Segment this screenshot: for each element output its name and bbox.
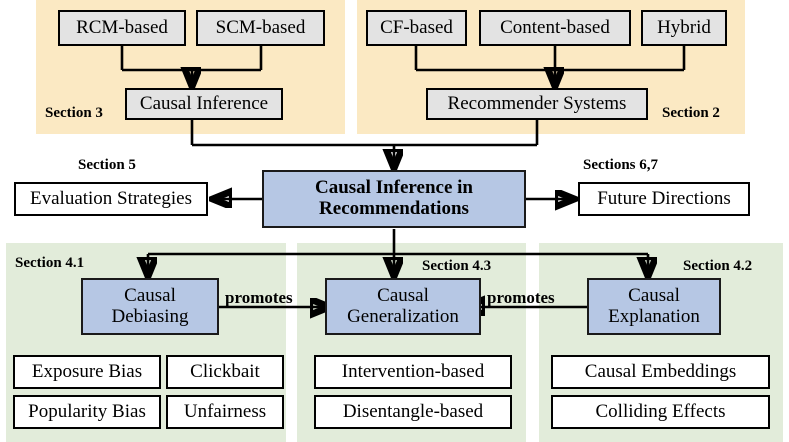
causal-generalization-line-2: Generalization [347, 305, 459, 327]
leaf-popularity-bias[interactable]: Popularity Bias [13, 395, 161, 429]
leaf-clickbait[interactable]: Clickbait [166, 355, 284, 389]
box-causal-inference-in-recommendations[interactable]: Causal Inference in Recommendations [262, 170, 526, 228]
section-label-5: Section 5 [78, 157, 136, 173]
box-causal-generalization[interactable]: Causal Generalization [325, 278, 481, 335]
section-label-3: Section 3 [45, 105, 103, 121]
section-label-2: Section 2 [662, 105, 720, 121]
box-recommender-systems[interactable]: Recommender Systems [426, 88, 648, 120]
box-causal-debiasing[interactable]: Causal Debiasing [81, 278, 219, 335]
box-rcm-based[interactable]: RCM-based [58, 10, 186, 46]
section-label-4-2: Section 4.2 [683, 258, 753, 274]
section-label-4-3: Section 4.3 [422, 258, 492, 274]
box-evaluation-strategies[interactable]: Evaluation Strategies [14, 182, 208, 216]
box-causal-inference[interactable]: Causal Inference [125, 88, 283, 120]
leaf-colliding-effects[interactable]: Colliding Effects [551, 395, 770, 429]
leaf-causal-embeddings[interactable]: Causal Embeddings [551, 355, 770, 389]
box-hybrid[interactable]: Hybrid [641, 10, 727, 46]
section-label-4-1: Section 4.1 [15, 255, 85, 271]
leaf-exposure-bias[interactable]: Exposure Bias [13, 355, 161, 389]
box-content-based[interactable]: Content-based [479, 10, 631, 46]
leaf-unfairness[interactable]: Unfairness [166, 395, 284, 429]
causal-explanation-line-1: Causal [628, 284, 680, 306]
causal-debiasing-line-1: Causal [124, 284, 176, 306]
center-title-line-1: Causal Inference in [315, 177, 473, 199]
causal-explanation-line-2: Explanation [608, 305, 700, 327]
center-title-line-2: Recommendations [319, 198, 469, 219]
box-future-directions[interactable]: Future Directions [578, 182, 750, 216]
box-causal-explanation[interactable]: Causal Explanation [587, 278, 721, 335]
section-label-6-7: Sections 6,7 [583, 157, 658, 173]
leaf-disentangle-based[interactable]: Disentangle-based [314, 395, 512, 429]
leaf-intervention-based[interactable]: Intervention-based [314, 355, 512, 389]
box-scm-based[interactable]: SCM-based [196, 10, 325, 46]
causal-debiasing-line-2: Debiasing [111, 305, 189, 327]
edge-label-promotes-left: promotes [225, 288, 293, 307]
edge-label-promotes-right: promotes [487, 288, 555, 307]
causal-generalization-line-1: Causal [377, 284, 429, 306]
box-cf-based[interactable]: CF-based [366, 10, 467, 46]
